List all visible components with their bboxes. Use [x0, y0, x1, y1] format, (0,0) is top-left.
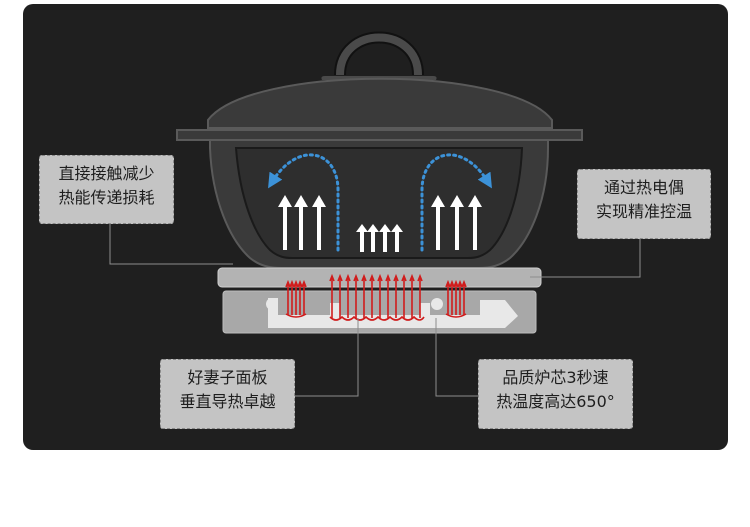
callout-panel: 好妻子面板 垂直导热卓越 [160, 359, 295, 429]
callout-direct-contact-line1: 直接接触减少 [58, 164, 155, 183]
heater-coil-left [285, 279, 307, 318]
heater-coils [285, 273, 467, 321]
convection-arrow-right [420, 153, 492, 252]
callout-direct-contact: 直接接触减少 热能传递损耗 [39, 155, 174, 224]
pot-lid [207, 31, 553, 129]
callout-panel-line1: 好妻子面板 [187, 368, 268, 387]
callout-core-line2: 热温度高达650° [496, 392, 615, 411]
heater-coil-right [445, 279, 467, 318]
callout-precise-control-line2: 实现精准控温 [595, 202, 692, 221]
callout-precise-control-line1: 通过热电偶 [603, 178, 684, 197]
callout-core-line1: 品质炉芯3秒速 [502, 368, 609, 387]
callout-direct-contact-line2: 热能传递损耗 [58, 188, 155, 207]
callout-precise-control: 通过热电偶 实现精准控温 [577, 169, 711, 239]
heat-arrows-left [278, 195, 326, 250]
heat-arrows-right [431, 195, 482, 250]
convection-arrow-left [268, 153, 340, 252]
heater-coil-center [329, 273, 425, 321]
callout-panel-line2: 垂直导热卓越 [179, 392, 276, 411]
leader-lines [109, 224, 641, 397]
pot-body [176, 129, 583, 269]
heat-arrows-center [356, 224, 403, 252]
callout-core: 品质炉芯3秒速 热温度高达650° [478, 359, 633, 429]
